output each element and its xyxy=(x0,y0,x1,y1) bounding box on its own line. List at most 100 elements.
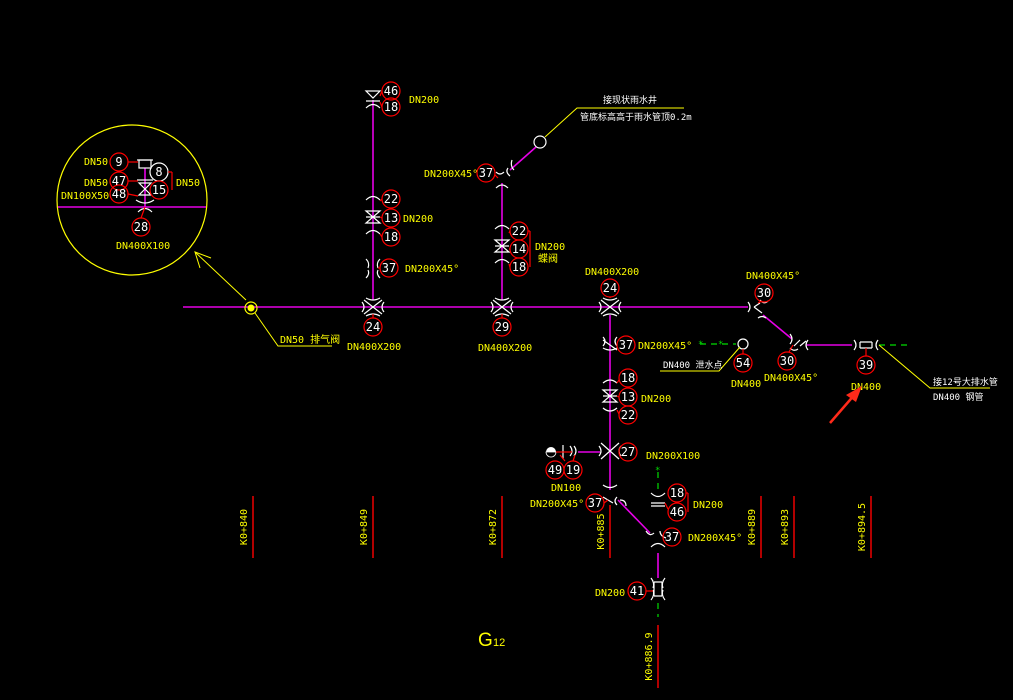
bubble-24b-text: 24 xyxy=(603,281,617,295)
tee-27 xyxy=(598,442,622,460)
elbow-37-b2 xyxy=(495,159,515,189)
red-pointer-arrow xyxy=(829,386,862,424)
bubble-30b xyxy=(777,351,797,371)
hydrant-symbol xyxy=(545,447,557,458)
bubble-24a-text: 24 xyxy=(366,320,380,334)
label-30a: DN400X45° xyxy=(746,271,800,282)
bubble-41-text: 41 xyxy=(630,584,644,598)
air-valve-label: DN50 排气阀 xyxy=(280,333,340,346)
bubble-46-cap xyxy=(667,502,687,522)
bubble-46-cap-text: 46 xyxy=(670,505,684,519)
bubble-37-diag-text: 37 xyxy=(665,530,679,544)
bubble-48-text: 48 xyxy=(112,187,126,201)
marker-star-3: * xyxy=(655,466,660,476)
branch-3-elbow-low-label: DN200X45° xyxy=(530,499,584,510)
branch-2-fittings xyxy=(493,135,547,264)
bubble-24a xyxy=(363,317,383,337)
bubble-18-b3-text: 18 xyxy=(621,371,635,385)
rain-well-leader xyxy=(544,107,684,138)
plug-symbol-46 xyxy=(364,90,382,109)
bubble-27-text: 27 xyxy=(621,445,635,459)
bubble-37-b1-text: 37 xyxy=(382,261,396,275)
elbow-37 xyxy=(365,258,381,279)
detail-leader-head xyxy=(194,251,212,269)
bubble-37-b3-text: 37 xyxy=(619,338,633,352)
bubble-37-low-text: 37 xyxy=(588,496,602,510)
bubble-22-b3 xyxy=(618,405,638,425)
bubble-18-cap-text: 18 xyxy=(670,486,684,500)
label-24a: DN400X200 xyxy=(347,342,401,353)
bubble-30b-text: 30 xyxy=(780,354,794,368)
detail-label-dn100x50: DN100X50 xyxy=(61,191,109,202)
detail-callout: 9 47 48 8 15 28 DN50 DN50 DN100X50 DN50 … xyxy=(56,124,247,301)
bubble-18-b3 xyxy=(618,368,638,388)
detail-label-dn50-c: DN50 xyxy=(176,178,200,189)
bubble-48 xyxy=(109,184,129,204)
marker-star-2: * xyxy=(718,340,723,350)
drain-point-note: DN400 泄水点 xyxy=(663,359,723,371)
elbow-37-b3 xyxy=(602,336,618,351)
main-bubbles xyxy=(363,278,876,375)
butterfly-valve-14 xyxy=(493,239,511,253)
bubble-13-b3-text: 13 xyxy=(621,390,635,404)
socket-18 xyxy=(365,229,381,235)
branch-3-bubbles xyxy=(545,335,689,601)
bubble-24b xyxy=(600,278,620,298)
branch-1-elbow-label: DN200X45° xyxy=(405,264,459,275)
station-label: K0+849 xyxy=(359,509,370,545)
connection-note-2: DN400 钢管 xyxy=(933,391,984,403)
drawing-title: G xyxy=(478,630,493,651)
branch-1-bubbles xyxy=(378,81,401,278)
bubble-46-text: 46 xyxy=(384,84,398,98)
socket-18-b2 xyxy=(494,258,510,264)
bubble-47-text: 47 xyxy=(112,174,126,188)
drawing-title-sub: 12 xyxy=(493,637,505,649)
green-markers: * * * xyxy=(655,340,723,476)
elbow-fitting-30a xyxy=(747,299,769,319)
detail-gate-valve xyxy=(137,182,153,196)
detail-circle xyxy=(56,124,208,276)
cross-fitting-1 xyxy=(361,297,385,317)
rain-well-note-1: 接现状雨水井 xyxy=(603,94,657,106)
socket-22-b2 xyxy=(494,224,510,230)
detail-label-dn50-b: DN50 xyxy=(84,178,108,189)
bubble-37-diag xyxy=(662,527,682,547)
branch-3-end-label: DN200 xyxy=(595,588,625,599)
elbow-fitting-30b xyxy=(789,333,809,351)
bubble-22-b2-text: 22 xyxy=(512,224,526,238)
station-label: K0+894.5 xyxy=(857,503,868,551)
bubble-22-text: 22 xyxy=(384,192,398,206)
detail-leader-arrow xyxy=(194,251,247,301)
bubble-37-b2-text: 37 xyxy=(479,166,493,180)
cap-18-46 xyxy=(650,492,666,507)
station-label: K0+889 xyxy=(747,509,758,545)
branch-3-elbow-diag-label: DN200X45° xyxy=(688,533,742,544)
bubble-19-text: 19 xyxy=(566,463,580,477)
label-29: DN400X200 xyxy=(478,343,532,354)
bubble-22-b3-text: 22 xyxy=(621,408,635,422)
branch-2-diagonal xyxy=(509,146,537,171)
label-24b: DN400X200 xyxy=(585,267,639,278)
bubble-8-text: 8 xyxy=(155,165,162,179)
branch-2-elbow-label: DN200X45° xyxy=(424,169,478,180)
drain-point-label: DN400 xyxy=(731,379,761,390)
branch-2-valve-label: DN200 xyxy=(535,242,565,253)
main-pipe-diagonal xyxy=(762,314,793,340)
bubble-18-top-text: 18 xyxy=(384,100,398,114)
air-valve-leader xyxy=(254,312,332,347)
bubble-15-text: 15 xyxy=(152,183,166,197)
bubble-9-text: 9 xyxy=(115,155,122,169)
bubble-27 xyxy=(618,442,638,462)
station-label: K0+840 xyxy=(239,509,250,545)
dashed-extensions xyxy=(657,343,910,617)
bubble-14-text: 14 xyxy=(512,242,526,256)
bubble-39 xyxy=(856,355,876,375)
socket-22 xyxy=(365,195,381,201)
branch-1-fittings xyxy=(364,90,382,279)
bubble-39-text: 39 xyxy=(859,358,873,372)
main-fittings xyxy=(361,297,879,351)
bubble-37-b2 xyxy=(476,163,496,183)
detail-label-dn400x100: DN400X100 xyxy=(116,241,170,252)
